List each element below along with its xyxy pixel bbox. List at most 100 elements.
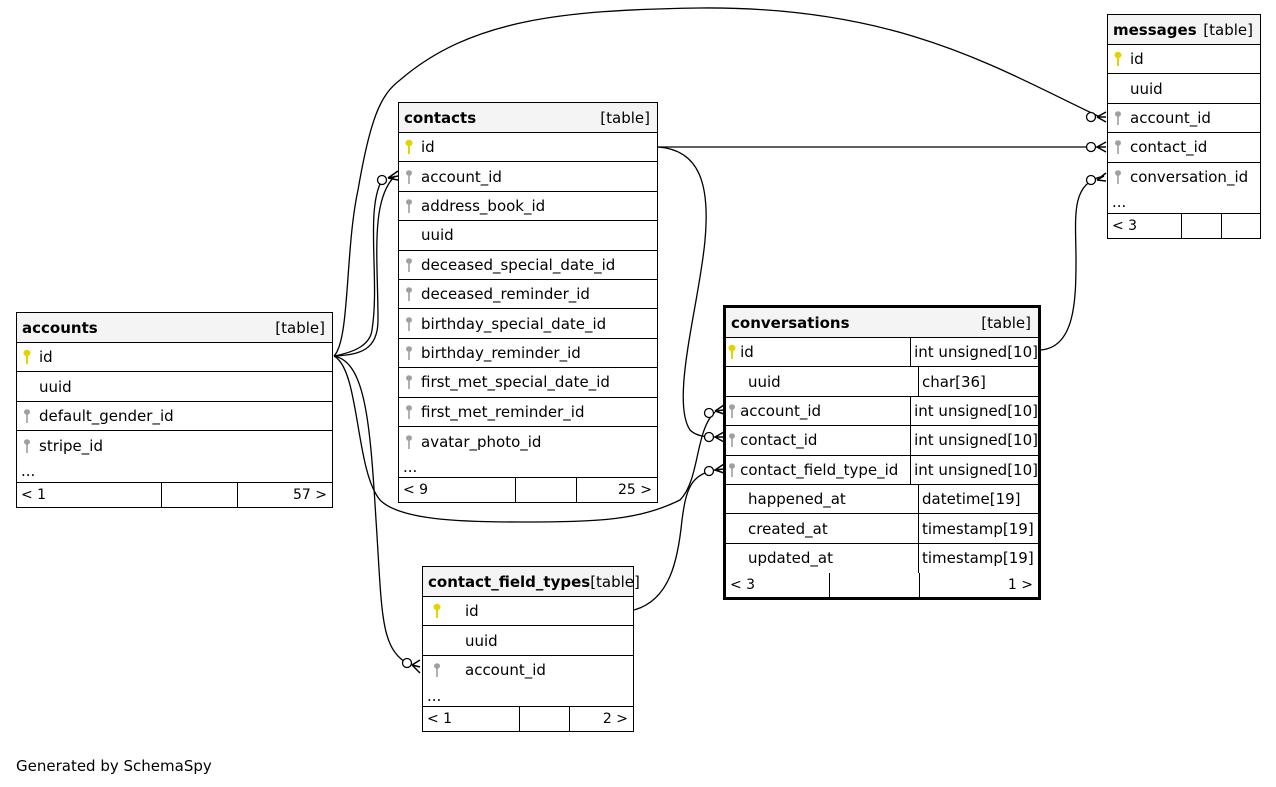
column-row[interactable]: first_met_special_date_id	[399, 368, 657, 398]
column-row[interactable]: address_book_id	[399, 192, 657, 222]
primary-key-icon	[726, 344, 738, 360]
edge-cft-account	[333, 355, 406, 663]
footer-spacer	[519, 707, 570, 732]
column-name: first_met_reminder_id	[421, 402, 585, 421]
column-name: account_id	[740, 401, 822, 420]
column-name: id	[465, 602, 479, 621]
table-contact-field-types[interactable]: contact_field_types [table] id uuid accoun…	[422, 566, 640, 733]
crows-foot	[411, 659, 421, 674]
foreign-key-icon	[399, 316, 419, 332]
column-row[interactable]: id	[17, 343, 332, 373]
column-name: created_at	[748, 519, 828, 538]
table-type-tag: [table]	[590, 572, 640, 591]
column-row[interactable]: account_id	[423, 656, 633, 685]
footer-spacer	[515, 478, 577, 503]
foreign-key-icon	[399, 345, 419, 361]
column-type: timestamp[19]	[918, 543, 1038, 574]
table-type-tag: [table]	[1203, 20, 1253, 39]
column-type: datetime[19]	[918, 484, 1038, 514]
table-type-tag: [table]	[600, 108, 650, 127]
table-header: messages [table]	[1108, 15, 1260, 45]
primary-key-icon	[399, 139, 419, 155]
foreign-key-icon	[726, 462, 738, 478]
parents-count: < 1	[21, 486, 47, 503]
foreign-key-icon	[423, 662, 451, 678]
column-name: uuid	[465, 631, 498, 650]
table-type-tag: [table]	[275, 318, 325, 337]
edge-end-circle	[1085, 141, 1097, 153]
column-row[interactable]: id	[399, 133, 657, 163]
edge-messages-conversation	[1039, 176, 1101, 351]
column-type: int unsigned[10]	[910, 338, 1038, 367]
column-row[interactable]: deceased_special_date_id	[399, 251, 657, 280]
column-name: contact_id	[1130, 138, 1208, 157]
crows-foot	[1096, 111, 1107, 123]
edge-end-circle	[1085, 174, 1097, 186]
table-name: contact_field_types	[428, 572, 591, 591]
column-row[interactable]: uuid	[423, 626, 633, 656]
column-name: account_id	[1130, 108, 1211, 127]
foreign-key-icon	[399, 434, 419, 450]
table-footer: < 3 1 >	[726, 573, 1038, 598]
column-row[interactable]: default_gender_id	[17, 402, 332, 432]
foreign-key-icon	[1108, 169, 1128, 185]
column-name: uuid	[1130, 79, 1163, 98]
foreign-key-icon	[1108, 110, 1128, 126]
column-name: conversation_id	[1130, 168, 1249, 187]
edge-end-circle	[703, 431, 715, 443]
primary-key-icon	[17, 349, 37, 365]
column-row[interactable]: avatar_photo_id	[399, 427, 657, 456]
column-type: int unsigned[10]	[910, 426, 1038, 455]
crows-foot	[714, 404, 725, 415]
foreign-key-icon	[399, 169, 419, 185]
column-row[interactable]: birthday_special_date_id	[399, 309, 657, 339]
more-columns-ellipsis: ...	[17, 461, 332, 483]
table-footer: < 9 25 >	[399, 478, 657, 503]
column-row[interactable]: stripe_id	[17, 431, 332, 460]
edge-conversations-cft	[633, 469, 716, 611]
edge-contacts-account	[333, 179, 383, 357]
column-name: uuid	[421, 226, 454, 245]
foreign-key-icon	[399, 198, 419, 214]
table-name: accounts	[22, 318, 98, 337]
children-count: 2 >	[602, 711, 628, 728]
edge-end-circle	[703, 407, 715, 419]
column-row[interactable]: id	[423, 597, 633, 627]
column-name: address_book_id	[421, 196, 546, 215]
foreign-key-icon	[726, 403, 738, 419]
children-count: 1 >	[1007, 577, 1033, 594]
column-name: id	[421, 138, 435, 157]
column-row[interactable]: id	[1108, 45, 1260, 75]
column-row[interactable]: account_id	[399, 162, 657, 192]
more-columns-ellipsis: ...	[1108, 192, 1260, 214]
table-header: accounts [table]	[17, 313, 332, 343]
column-row[interactable]: uuid	[17, 372, 332, 402]
primary-key-icon	[423, 603, 451, 619]
column-row[interactable]: deceased_reminder_id	[399, 280, 657, 310]
column-row[interactable]: birthday_reminder_id	[399, 339, 657, 369]
column-row[interactable]: account_id	[1108, 104, 1260, 134]
parents-count: < 9	[403, 482, 429, 499]
parents-count: < 3	[1112, 217, 1138, 234]
column-row[interactable]: first_met_reminder_id	[399, 398, 657, 427]
column-name: deceased_special_date_id	[421, 255, 616, 274]
column-row[interactable]: conversation_id	[1108, 163, 1260, 192]
edge-end-circle	[401, 657, 413, 669]
table-footer: < 1 2 >	[423, 707, 633, 732]
column-row[interactable]: uuid	[399, 221, 657, 251]
foreign-key-icon	[399, 374, 419, 390]
column-row[interactable]: uuid	[1108, 74, 1260, 104]
column-row[interactable]: contact_id	[1108, 133, 1260, 163]
